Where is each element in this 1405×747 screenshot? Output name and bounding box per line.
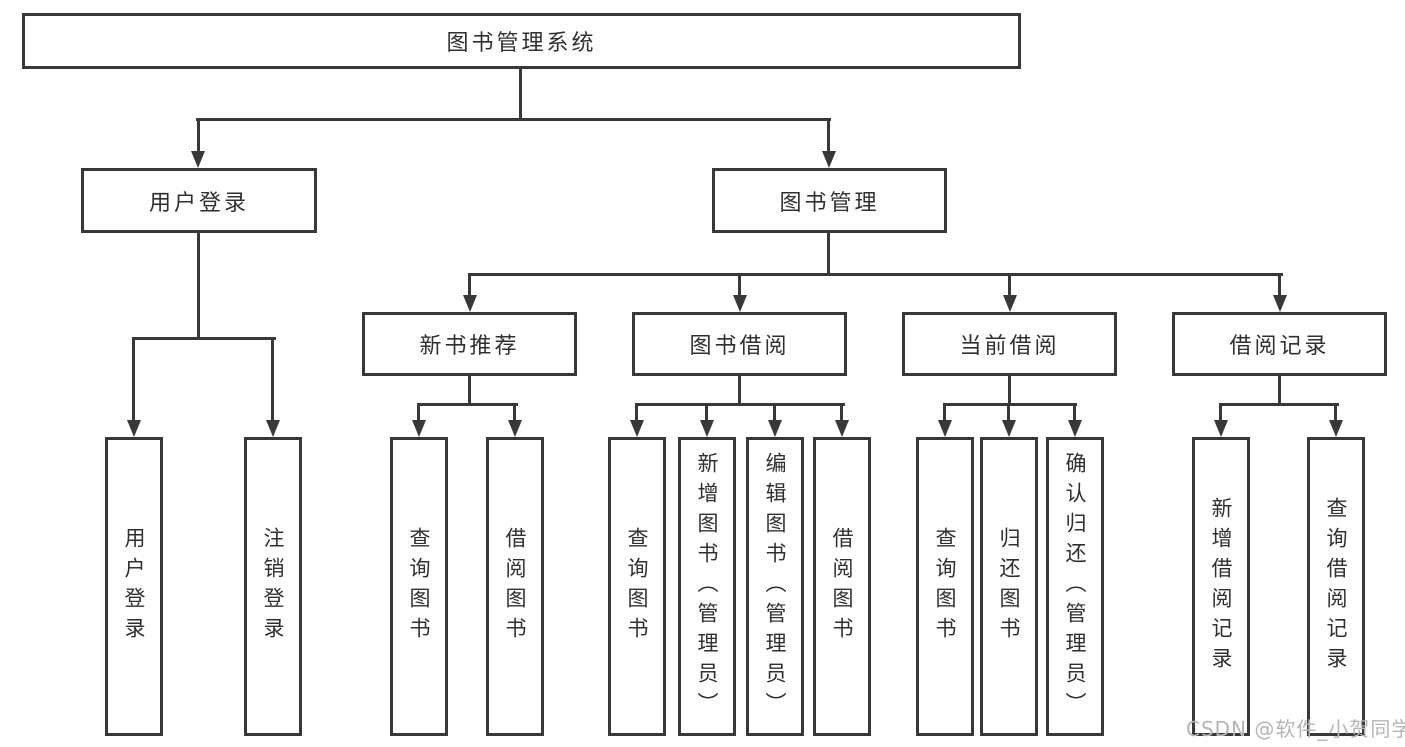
node-book-management: 图书管理 bbox=[712, 168, 947, 233]
node-borrowing-records: 借阅记录 bbox=[1172, 312, 1387, 376]
connector-segment bbox=[1278, 273, 1281, 298]
arrowhead-down bbox=[822, 151, 836, 168]
connector-segment bbox=[417, 403, 518, 406]
connector-segment bbox=[132, 337, 276, 340]
node-book-management-system: 图书管理系统 bbox=[22, 13, 1021, 69]
arrowhead-down bbox=[191, 151, 205, 168]
arrowhead-down bbox=[938, 420, 952, 437]
leaf-br-add-borrow-record: 新增借阅记录 bbox=[1192, 437, 1250, 736]
arrowhead-down bbox=[127, 420, 141, 437]
arrowhead-down bbox=[1003, 295, 1017, 312]
connector-segment bbox=[1007, 403, 1010, 423]
leaf-cb-query-books: 查询图书 bbox=[916, 437, 974, 736]
connector-segment bbox=[132, 337, 135, 423]
connector-segment bbox=[1334, 403, 1337, 423]
connector-segment bbox=[513, 403, 516, 423]
leaf-cb-confirm-return-admin: 确认归还（管理员） bbox=[1046, 437, 1104, 736]
leaf-logout: 注销登录 bbox=[244, 437, 302, 736]
leaf-nbr-query-books: 查询图书 bbox=[390, 437, 448, 736]
leaf-bb-query-books: 查询图书 bbox=[608, 437, 666, 736]
connector-segment bbox=[1008, 376, 1011, 403]
connector-segment bbox=[840, 403, 843, 423]
arrowhead-down bbox=[733, 295, 747, 312]
leaf-bb-add-books-admin: 新增图书（管理员） bbox=[678, 437, 736, 736]
node-user-login: 用户登录 bbox=[81, 168, 317, 233]
arrowhead-down bbox=[1002, 420, 1016, 437]
connector-segment bbox=[468, 376, 471, 403]
connector-segment bbox=[827, 118, 830, 154]
connector-segment bbox=[738, 273, 741, 298]
node-book-borrowing: 图书借阅 bbox=[632, 312, 847, 376]
leaf-bb-edit-books-admin: 编辑图书（管理员） bbox=[746, 437, 804, 736]
connector-segment bbox=[1073, 403, 1076, 423]
connector-segment bbox=[196, 118, 831, 121]
connector-segment bbox=[738, 376, 741, 403]
connector-segment bbox=[197, 233, 200, 337]
arrowhead-down bbox=[835, 420, 849, 437]
leaf-bb-borrow-books: 借阅图书 bbox=[813, 437, 871, 736]
leaf-br-query-borrow-record: 查询借阅记录 bbox=[1307, 437, 1365, 736]
leaf-user-login: 用户登录 bbox=[105, 437, 163, 736]
connector-segment bbox=[197, 118, 200, 154]
connector-segment bbox=[1219, 403, 1339, 406]
arrowhead-down bbox=[1068, 420, 1082, 437]
connector-segment bbox=[943, 403, 946, 423]
connector-segment bbox=[417, 403, 420, 423]
arrowhead-down bbox=[412, 420, 426, 437]
connector-segment bbox=[519, 68, 522, 118]
connector-segment bbox=[271, 337, 274, 423]
leaf-cb-return-books: 归还图书 bbox=[980, 437, 1038, 736]
arrowhead-down bbox=[768, 420, 782, 437]
leaf-nbr-borrow-books: 借阅图书 bbox=[486, 437, 544, 736]
connector-segment bbox=[773, 403, 776, 423]
connector-segment bbox=[1008, 273, 1011, 298]
connector-segment bbox=[827, 233, 830, 273]
connector-segment bbox=[635, 403, 845, 406]
connector-segment bbox=[943, 403, 1077, 406]
arrowhead-down bbox=[1273, 295, 1287, 312]
connector-segment bbox=[705, 403, 708, 423]
arrowhead-down bbox=[266, 420, 280, 437]
arrowhead-down bbox=[1214, 420, 1228, 437]
node-current-borrowing: 当前借阅 bbox=[902, 312, 1117, 376]
connector-segment bbox=[635, 403, 638, 423]
connector-segment bbox=[468, 273, 471, 298]
watermark: CSDN @软件_小贺同学 bbox=[1186, 717, 1405, 741]
arrowhead-down bbox=[508, 420, 522, 437]
node-new-book-recommend: 新书推荐 bbox=[362, 312, 577, 376]
arrowhead-down bbox=[700, 420, 714, 437]
connector-segment bbox=[468, 273, 1283, 276]
connector-segment bbox=[1278, 376, 1281, 403]
arrowhead-down bbox=[463, 295, 477, 312]
arrowhead-down bbox=[1329, 420, 1343, 437]
arrowhead-down bbox=[630, 420, 644, 437]
connector-segment bbox=[1219, 403, 1222, 423]
